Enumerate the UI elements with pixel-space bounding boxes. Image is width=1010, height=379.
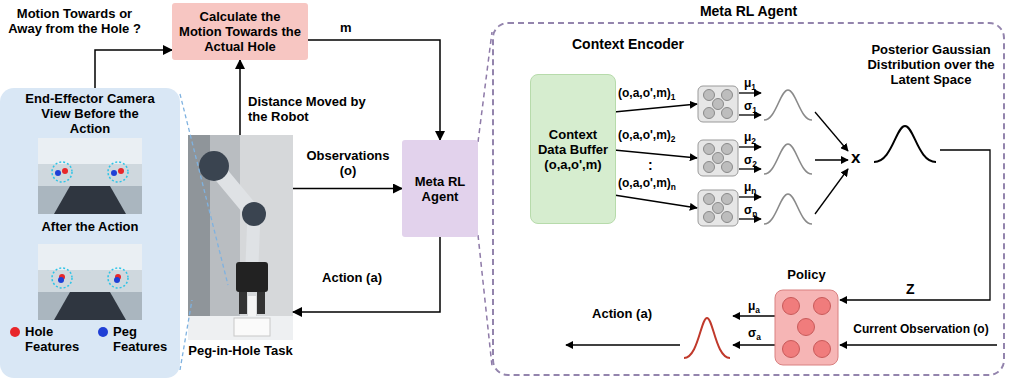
ellipsis: : xyxy=(648,157,653,173)
camera-leader xyxy=(180,300,192,370)
policy-title: Policy xyxy=(765,267,848,282)
region-title: Meta RL Agent xyxy=(494,4,1003,19)
context-tuple: (o,a,o',m)1 xyxy=(618,86,676,104)
posterior-label: Posterior Gaussian Distribution over the… xyxy=(864,42,998,87)
camera-view xyxy=(38,138,142,214)
legend-item: Hole Features xyxy=(10,324,90,354)
mean-symbol: μ1 xyxy=(744,76,756,94)
legend-swatch xyxy=(98,327,108,337)
camera-panel xyxy=(0,88,180,378)
latent-symbol: Z xyxy=(906,281,915,297)
mean-symbol: μ2 xyxy=(744,130,756,148)
flow-arrow xyxy=(308,40,440,140)
std-symbol: σn xyxy=(744,203,757,221)
flow-arrow xyxy=(293,237,440,312)
flow-arrow xyxy=(239,60,241,135)
legend-text: Peg Features xyxy=(113,324,175,354)
output-label: Action (a) xyxy=(590,306,654,321)
std-symbol: σa xyxy=(748,326,761,344)
legend-item: Peg Features xyxy=(98,324,178,354)
mean-symbol: μn xyxy=(744,180,756,198)
section-title: Context Encoder xyxy=(572,36,722,52)
gaussian-curve xyxy=(764,90,812,224)
photo-caption: Peg-in-Hole Task xyxy=(188,343,293,358)
agent-box: Meta RL Agent xyxy=(402,140,478,237)
edge-label: Action (a) xyxy=(322,270,382,285)
legend: Hole Features Peg Features xyxy=(10,324,178,354)
box-text: Context Data Buffer (o,a,o',m) xyxy=(537,127,609,172)
flow-arrow xyxy=(95,50,172,88)
buffer-box: Context Data Buffer (o,a,o',m) xyxy=(530,74,616,224)
box-text: Meta RL Agent xyxy=(408,174,472,204)
action-distribution xyxy=(684,318,730,358)
edge-label: Motion Towards or Away from the Hole ? xyxy=(2,6,147,36)
edge-label: Observations (o) xyxy=(298,148,398,178)
context-tuple: (o,a,o',m)n xyxy=(618,176,676,194)
encoder-network xyxy=(698,86,738,226)
robot-photo-frame: Peg-in-Hole Task xyxy=(188,135,293,340)
box-text: Calculate the Motion Towards the Actual … xyxy=(178,9,302,54)
camera-leader xyxy=(180,94,228,285)
legend-swatch xyxy=(10,327,20,337)
context-tuple: (o,a,o',m)2 xyxy=(618,128,676,146)
edge-label: Distance Moved by the Robot xyxy=(248,94,373,124)
legend-text: Hole Features xyxy=(25,324,87,354)
panel-heading: After the Action xyxy=(0,219,180,234)
policy-box: Policy xyxy=(775,290,838,365)
input-label: Current Observation (o) xyxy=(846,322,996,336)
mean-symbol: μa xyxy=(748,299,760,317)
std-symbol: σ1 xyxy=(744,99,757,117)
zoom-connector xyxy=(478,32,492,366)
agent-region: Meta RL AgentContext Data Buffer (o,a,o'… xyxy=(492,22,1005,376)
robot-photo xyxy=(188,135,293,340)
camera-panel: End-Effector Camera View Before the Acti… xyxy=(0,88,180,378)
edge-label: m xyxy=(340,20,352,35)
posterior-curve xyxy=(874,126,936,162)
policy-network xyxy=(775,290,838,365)
flow-arrow xyxy=(293,188,402,190)
std-symbol: σ2 xyxy=(744,153,757,171)
camera-view xyxy=(38,244,142,320)
product-symbol: x xyxy=(851,148,860,167)
panel-heading: End-Effector Camera View Before the Acti… xyxy=(20,91,160,136)
process-box: Calculate the Motion Towards the Actual … xyxy=(172,3,308,60)
